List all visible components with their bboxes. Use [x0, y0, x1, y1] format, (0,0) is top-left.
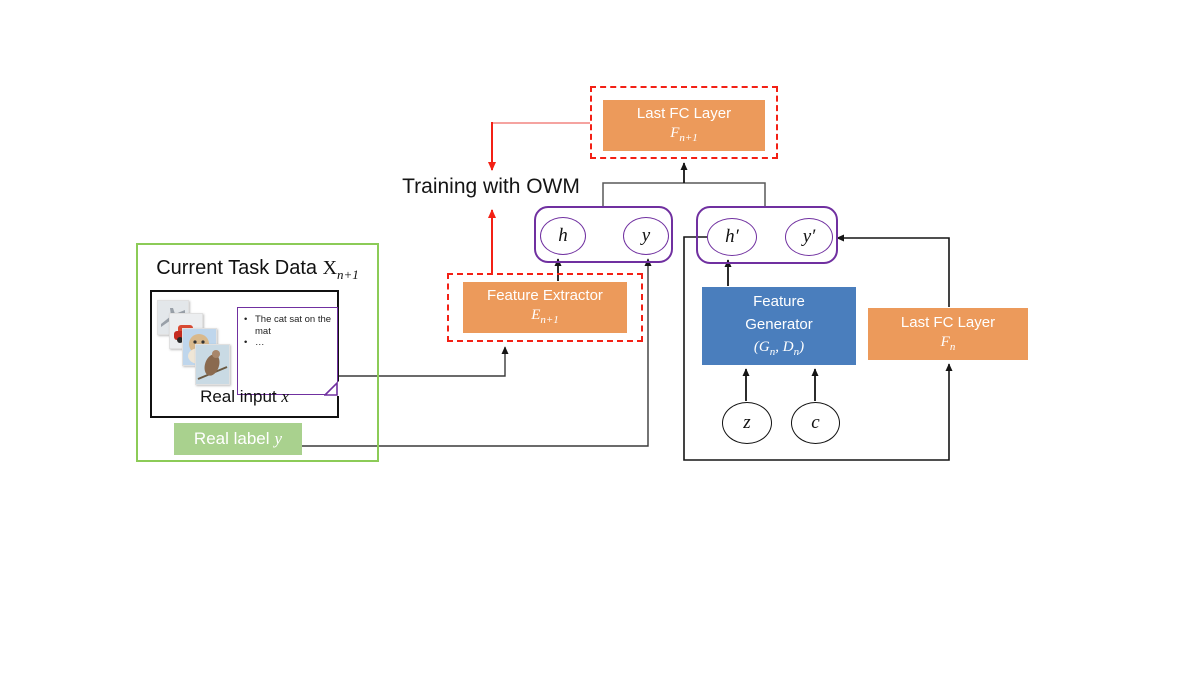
arrow-input-to-extractor [333, 346, 509, 377]
wire-units-merge [602, 182, 766, 206]
note-item-text: The cat sat on the mat [255, 314, 332, 337]
unit-h: h [540, 217, 586, 255]
last-fc-new-box: Last FC Layer Fn+1 [603, 100, 765, 151]
caption-note: The cat sat on the mat … [237, 307, 339, 396]
unit-y-prime: y′ [785, 218, 833, 256]
last-fc-old-title: Last FC Layer [900, 313, 996, 331]
bullet-icon [244, 314, 255, 337]
training-with-owm-label: Training with OWM [402, 175, 580, 198]
arrow-last-fc-old-to-yprime [836, 234, 950, 307]
feature-extractor-symbol: En+1 [531, 307, 559, 326]
feature-extractor-dashed-frame [447, 273, 643, 342]
last-fc-new-symbol: Fn+1 [670, 125, 698, 144]
unit-y: y [623, 217, 669, 255]
last-fc-new-dashed-frame [590, 86, 778, 159]
feature-extractor-box: Feature Extractor En+1 [463, 282, 627, 333]
last-fc-new-title: Last FC Layer [636, 105, 732, 123]
feature-generator-symbol: (Gn, Dn) [753, 339, 805, 359]
unit-c: c [791, 402, 840, 444]
real-input-caption: Real input x [200, 387, 289, 406]
note-item-text: … [255, 337, 265, 348]
unit-z: z [722, 402, 772, 444]
arrow-label-to-y [300, 258, 652, 447]
bullet-icon [244, 337, 255, 349]
arrow-hprime-to-last-fc-old [683, 236, 953, 461]
bird-thumbnail [195, 344, 230, 385]
real-units-group [534, 206, 673, 263]
last-fc-old-symbol: Fn [940, 333, 956, 353]
folded-corner-icon [323, 380, 339, 396]
feature-generator-box: Feature Generator (Gn, Dn) [702, 287, 856, 365]
unit-h-prime: h′ [707, 218, 757, 256]
real-input-box: The cat sat on the mat … Real input x [150, 290, 339, 418]
last-fc-old-box: Last FC Layer Fn [868, 308, 1028, 360]
feature-extractor-title: Feature Extractor [487, 287, 603, 305]
feature-generator-title-line1: Feature [753, 293, 805, 311]
current-task-title: Current Task Data Xn+1 [156, 257, 359, 282]
feature-generator-title-line2: Generator [745, 315, 813, 333]
current-task-data-panel: Current Task Data Xn+1 [136, 243, 379, 462]
